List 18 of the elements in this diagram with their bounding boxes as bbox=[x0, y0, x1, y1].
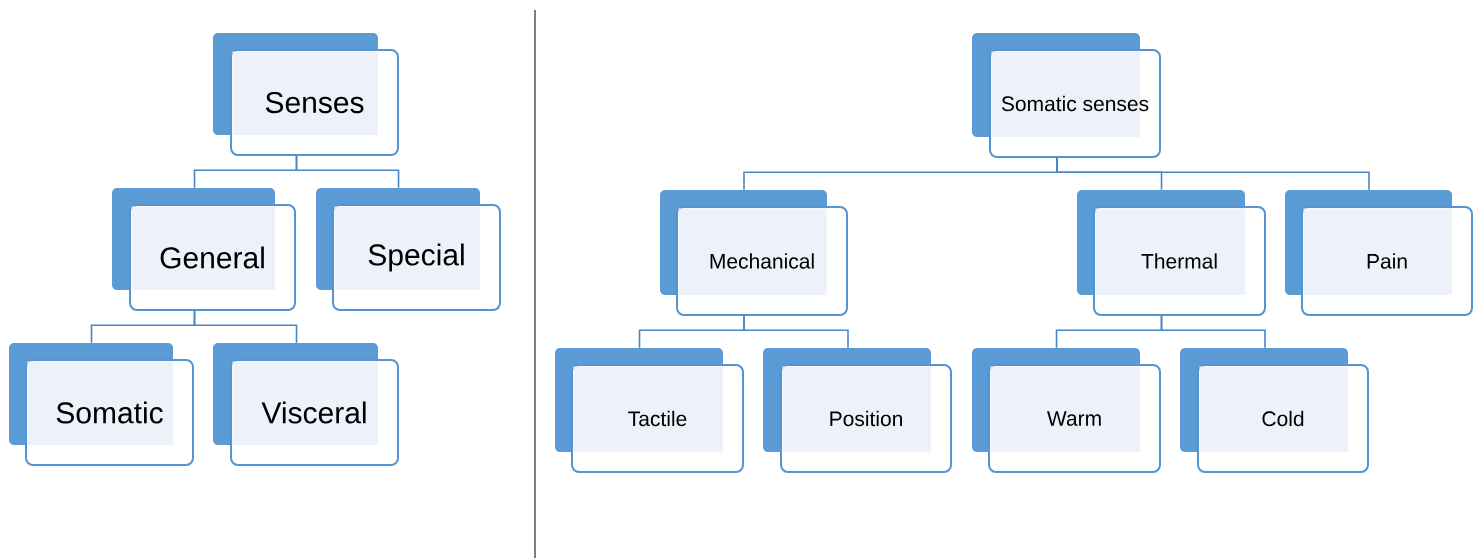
connector-line bbox=[295, 154, 400, 189]
connector-line bbox=[193, 309, 298, 344]
chart-box: General bbox=[112, 188, 296, 311]
chart-box: Somatic senses bbox=[972, 33, 1161, 158]
chart-box: Position bbox=[763, 348, 952, 473]
connector-line bbox=[1056, 156, 1370, 191]
chart-box: Tactile bbox=[555, 348, 744, 473]
chart-box: Visceral bbox=[213, 343, 399, 466]
chart-box: Special bbox=[316, 188, 501, 311]
chart-box: Cold bbox=[1180, 348, 1369, 473]
chart-box: Pain bbox=[1285, 190, 1473, 316]
chart-box: Somatic bbox=[9, 343, 194, 466]
chart-box: Thermal bbox=[1077, 190, 1266, 316]
chart-box: Senses bbox=[213, 33, 399, 156]
connector-line bbox=[743, 314, 849, 349]
chart-box: Warm bbox=[972, 348, 1161, 473]
connector-line bbox=[1160, 314, 1266, 349]
chart-box: Mechanical bbox=[660, 190, 848, 316]
